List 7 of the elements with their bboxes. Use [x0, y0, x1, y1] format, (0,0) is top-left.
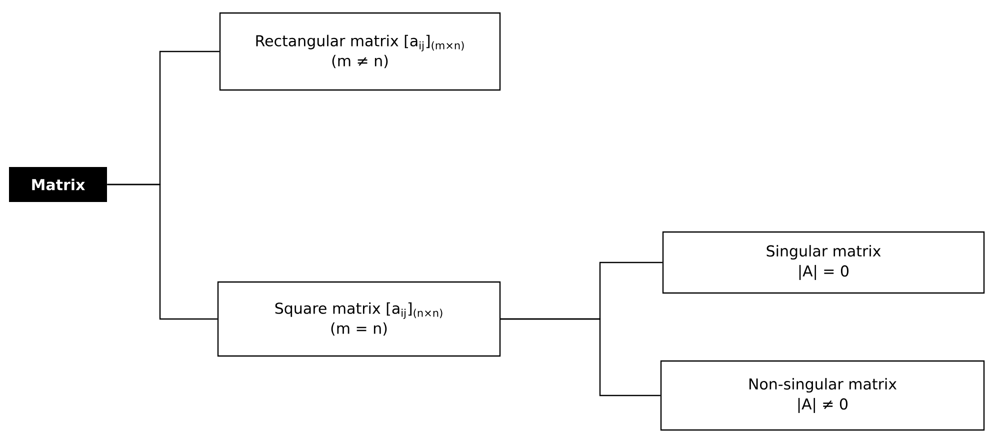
matrix-box: Non-singular matrix |A| ≠ 0 [660, 360, 985, 431]
connector-line [500, 318, 660, 396]
matrix-box: Singular matrix |A| = 0 [662, 231, 985, 294]
matrix-box: Rectangular matrix [a$_{ij}$]$_{(m×n)}$ (m ≠ n) [219, 12, 501, 91]
matrix-box: Square matrix [a$_{ij}$]$_{(n×n)}$ (m = n) [217, 281, 501, 357]
connector-line [107, 184, 218, 320]
root-label: Matrix [9, 167, 107, 202]
